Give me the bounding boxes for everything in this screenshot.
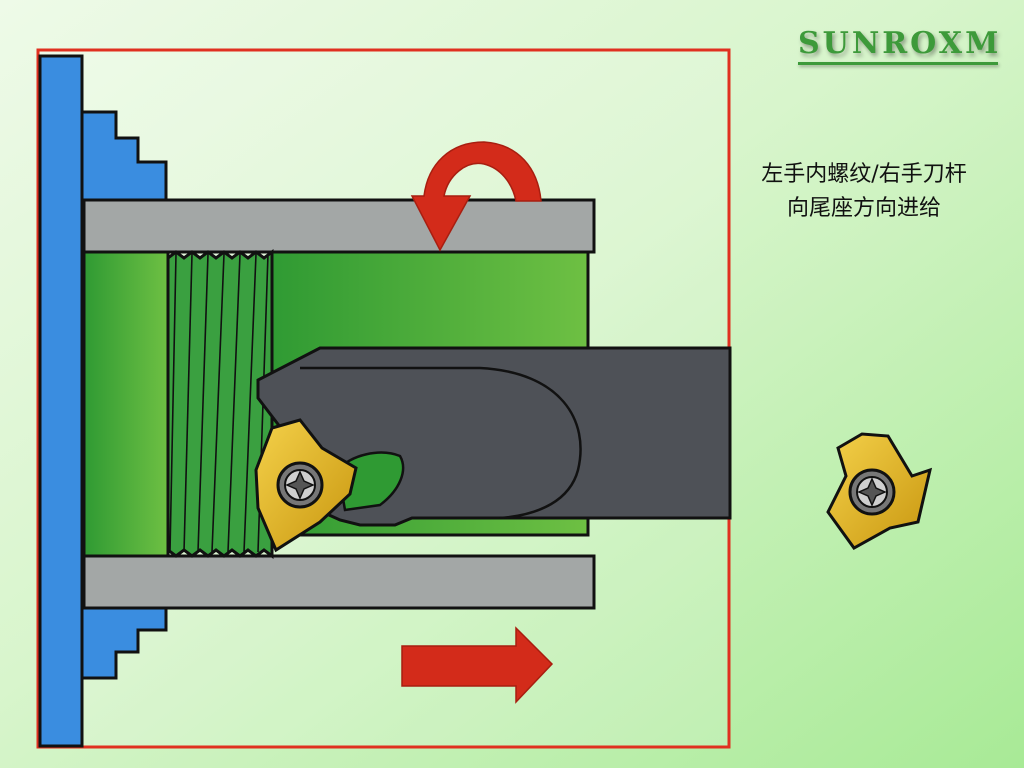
diagram-caption: 左手内螺纹/右手刀杆 向尾座方向进给 xyxy=(738,158,990,226)
sleeve-bottom xyxy=(82,554,596,610)
thread-section xyxy=(166,249,274,559)
brand-logo-underline xyxy=(798,62,998,65)
chuck-jaw-lower xyxy=(80,603,168,680)
caption-line-2: 向尾座方向进给 xyxy=(786,196,941,221)
caption-line-1: 左手内螺纹/右手刀杆 xyxy=(761,162,967,187)
tool-bar-head-curve xyxy=(300,366,582,520)
torx-screw-icon xyxy=(848,468,896,516)
rotation-arrow-icon xyxy=(410,141,542,252)
insert-mounted xyxy=(254,418,358,553)
brand-logo: SUNROXM xyxy=(798,26,1002,61)
sleeve-top xyxy=(82,198,596,254)
feed-arrow-icon xyxy=(401,626,554,704)
torx-screw-icon xyxy=(276,461,324,509)
chuck-body xyxy=(38,54,84,748)
workpiece-left-block xyxy=(82,250,170,558)
insert-standalone xyxy=(826,432,933,550)
